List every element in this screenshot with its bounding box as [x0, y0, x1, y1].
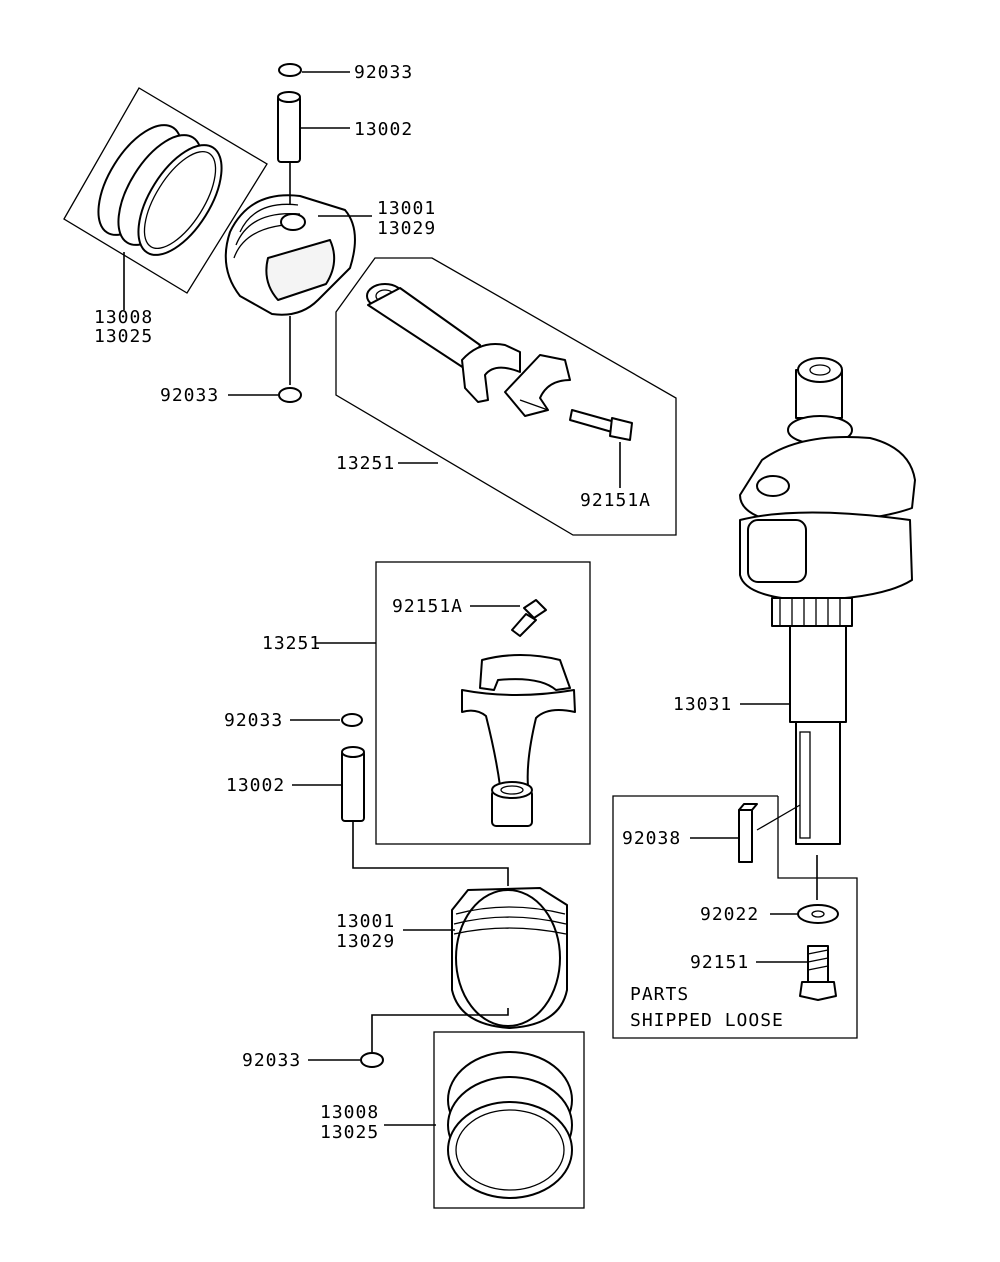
crankshaft-part	[739, 357, 916, 845]
key-part	[738, 803, 758, 863]
bottom-clip-part	[360, 1052, 384, 1068]
top-clip-upper-part	[278, 63, 302, 77]
mid-connecting-rod	[461, 654, 576, 827]
label-top-pin: 13002	[354, 119, 413, 140]
mid-piston-pin	[341, 746, 365, 822]
mid-clip-part	[341, 713, 363, 727]
top-piston	[224, 194, 356, 316]
top-rod-bolt	[569, 409, 633, 441]
label-bottom-rings-a: 13008	[320, 1102, 379, 1123]
label-washer: 92022	[700, 904, 759, 925]
label-bottom-rings-b: 13025	[320, 1122, 379, 1143]
label-mid-piston-b: 13029	[336, 931, 395, 952]
bolt-part	[799, 945, 837, 1001]
mid-piston	[451, 887, 568, 1029]
label-key: 92038	[622, 828, 681, 849]
bottom-piston-rings	[447, 1051, 573, 1199]
note-line-1: PARTS	[630, 984, 689, 1005]
label-top-rod: 13251	[336, 453, 395, 474]
label-mid-piston-a: 13001	[336, 911, 395, 932]
top-clip-lower-part	[278, 387, 302, 403]
label-mid-pin: 13002	[226, 775, 285, 796]
label-bottom-clip: 92033	[242, 1050, 301, 1071]
label-top-piston-a: 13001	[377, 198, 436, 219]
label-top-clip-upper: 92033	[354, 62, 413, 83]
washer-part	[797, 904, 839, 924]
label-mid-rod: 13251	[262, 633, 321, 654]
label-mid-clip: 92033	[224, 710, 283, 731]
mid-rod-bolt	[511, 599, 547, 637]
label-top-rings-a: 13008	[94, 307, 153, 328]
label-top-piston-b: 13029	[377, 218, 436, 239]
label-bolt: 92151	[690, 952, 749, 973]
label-top-rod-bolt: 92151A	[580, 490, 651, 511]
label-top-rings-b: 13025	[94, 326, 153, 347]
top-connecting-rod	[366, 283, 571, 417]
label-top-clip-lower: 92033	[160, 385, 219, 406]
label-crankshaft: 13031	[673, 694, 732, 715]
top-piston-rings	[63, 87, 268, 294]
top-piston-pin	[277, 91, 301, 163]
note-line-2: SHIPPED LOOSE	[630, 1010, 784, 1031]
label-mid-rod-bolt: 92151A	[392, 596, 463, 617]
